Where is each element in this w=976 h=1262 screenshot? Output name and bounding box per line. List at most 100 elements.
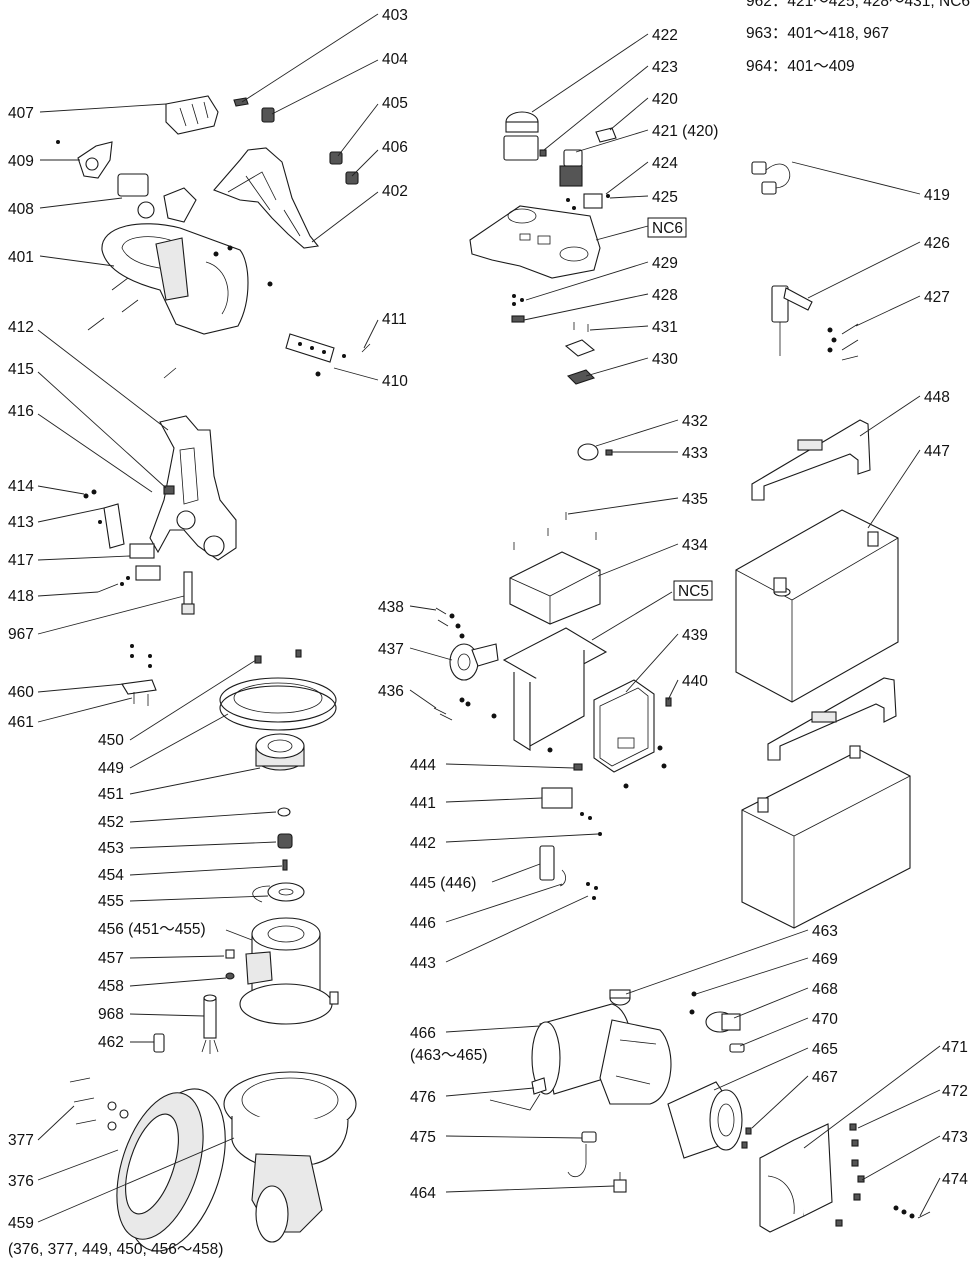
part-411-screw (361, 343, 371, 353)
label-410: 410 (382, 373, 408, 390)
part-447-battery (735, 509, 899, 703)
part-422-emergency-stop (503, 111, 539, 161)
label-472: 472 (942, 1083, 968, 1100)
label-427: 427 (924, 289, 950, 306)
label-967: 967 (8, 626, 34, 643)
label-460: 460 (8, 684, 34, 701)
note-963: 963：401～418, 967 (746, 25, 889, 42)
part-412-arm-bracket (149, 415, 237, 561)
label-462: 462 (98, 1034, 124, 1051)
label-403: 403 (382, 7, 408, 24)
part-413-plate (83, 489, 125, 549)
part-968-sensor (201, 994, 219, 1054)
part-463-cap (609, 989, 631, 1006)
part-431-430-plate (564, 322, 596, 385)
part-402-handle-frame (213, 147, 320, 249)
part-424-425-relay (566, 193, 610, 210)
label-461: 461 (8, 714, 34, 731)
label-469: 469 (812, 951, 838, 968)
part-460-bracket (121, 644, 157, 695)
label-419: 419 (924, 187, 950, 204)
label-nc6: NC6 (652, 220, 683, 237)
part-459-drive-unit (223, 1071, 357, 1243)
label-409: 409 (8, 153, 34, 170)
label-377: 377 (8, 1132, 34, 1149)
part-466-pump-unit (531, 1003, 672, 1105)
part-456-motor (239, 917, 333, 1025)
label-437: 437 (378, 641, 404, 658)
part-406-switch (345, 171, 359, 185)
part-443-screws (586, 882, 598, 900)
label-441: 441 (410, 795, 436, 812)
part-426-microswitch (771, 285, 813, 356)
part-441-relay (541, 787, 592, 820)
part-420-key (595, 127, 617, 143)
leader-lines (37, 13, 941, 1223)
label-453: 453 (98, 840, 124, 857)
label-449: 449 (98, 760, 124, 777)
nc6-box (647, 217, 687, 238)
label-456: 456 (451～455) (98, 921, 206, 938)
label-401: 401 (8, 249, 34, 266)
part-435-screws (513, 512, 597, 550)
tiller-head-screws (56, 140, 273, 379)
part-475-hose (567, 1131, 597, 1178)
nc5-plate (502, 627, 608, 751)
part-409-grip (77, 141, 113, 179)
label-465: 465 (812, 1041, 838, 1058)
part-438-bolts (435, 607, 465, 639)
part-436-bolts (433, 697, 471, 721)
label-464: 464 (410, 1185, 436, 1202)
label-442: 442 (410, 835, 436, 852)
part-454-pin (282, 859, 288, 871)
label-432: 432 (682, 413, 708, 430)
part-448-strap (751, 419, 871, 501)
part-419-power-cable (751, 161, 791, 195)
label-431: 431 (652, 319, 678, 336)
label-408: 408 (8, 201, 34, 218)
label-416: 416 (8, 403, 34, 420)
label-443: 443 (410, 955, 436, 972)
label-470: 470 (812, 1011, 838, 1028)
label-474: 474 (942, 1171, 968, 1188)
part-446-wire (559, 869, 566, 887)
part-457-bolt (225, 949, 235, 959)
label-376: 376 (8, 1173, 34, 1190)
label-446: 446 (410, 915, 436, 932)
part-476-fitting (489, 1077, 547, 1111)
label-475: 475 (410, 1129, 436, 1146)
note-964: 964：401～409 (746, 58, 855, 75)
battery-2 (741, 745, 911, 929)
part-421-keyswitch (559, 149, 583, 187)
part-449-plate (219, 677, 337, 731)
nc6-panel (469, 205, 601, 279)
label-459: 459 (8, 1215, 34, 1232)
label-452: 452 (98, 814, 124, 831)
label-439: 439 (682, 627, 708, 644)
label-433: 433 (682, 445, 708, 462)
part-434-controller-box (509, 551, 601, 625)
part-401-tiller-head (101, 223, 249, 335)
part-471-bracket (759, 1123, 833, 1233)
label-455: 455 (98, 893, 124, 910)
label-436: 436 (378, 683, 404, 700)
label-404: 404 (382, 51, 408, 68)
label-459-includes: (376, 377, 449, 450, 456～458) (8, 1241, 223, 1258)
label-417: 417 (8, 552, 34, 569)
label-447: 447 (924, 443, 950, 460)
part-967-shaft (181, 571, 195, 615)
part-437-horn (449, 643, 499, 681)
part-377-bolts (69, 1077, 129, 1131)
part-429-428-screws (511, 294, 525, 323)
part-427-screws (827, 323, 859, 361)
label-402: 402 (382, 183, 408, 200)
label-466-includes: (463～465) (410, 1047, 488, 1064)
label-426: 426 (924, 235, 950, 252)
label-425: 425 (652, 189, 678, 206)
part-451-brake (255, 733, 305, 771)
label-468: 468 (812, 981, 838, 998)
label-429: 429 (652, 255, 678, 272)
part-472-474-fasteners (835, 1123, 931, 1227)
